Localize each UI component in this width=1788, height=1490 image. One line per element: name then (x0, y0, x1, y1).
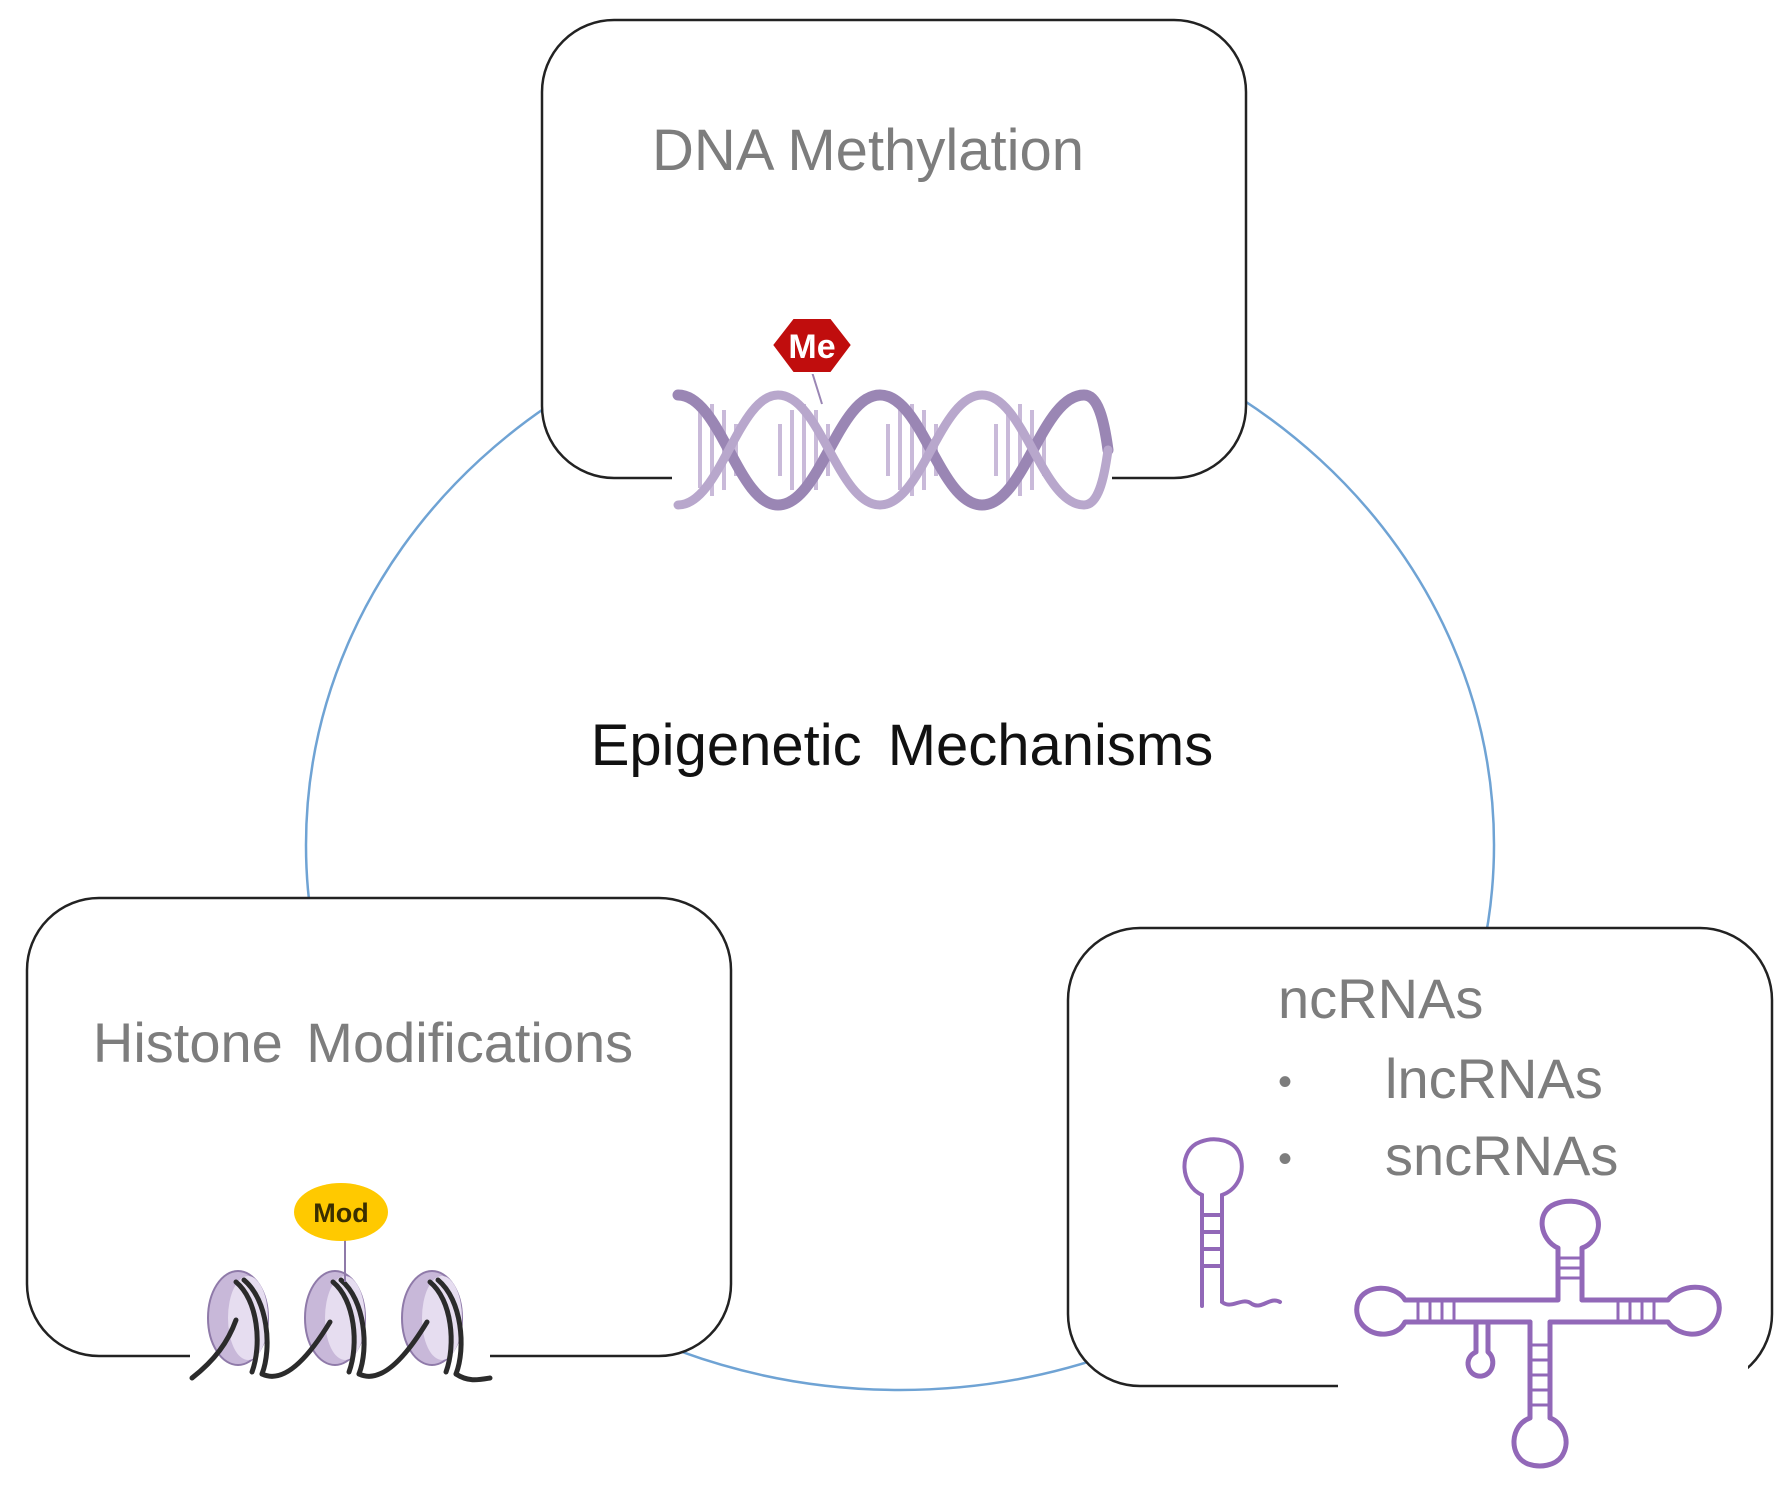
ncrnas-item-lncrnas: lncRNAs (1385, 1047, 1603, 1110)
methyl-link-line (811, 371, 823, 405)
ncrnas-bullet-2: • (1278, 1137, 1292, 1181)
histone-modifications-title: Histone Modifications (93, 1011, 633, 1074)
histone-modifications-box: Histone Modifications (25, 896, 733, 1383)
center-label: Epigenetic Mechanisms (591, 713, 1214, 778)
ncrnas-title: ncRNAs (1278, 967, 1483, 1030)
ncrnas-bullet-1: • (1278, 1060, 1292, 1104)
dna-methylation-box: DNA Methylation Me (540, 18, 1248, 513)
modification-tag-label: Mod (313, 1198, 368, 1228)
trna-cloverleaf-icon (1338, 1196, 1748, 1486)
dna-helix-icon (672, 388, 1114, 513)
methyl-group-label: Me (788, 328, 835, 366)
methyl-group-icon: Me (770, 317, 854, 374)
modification-tag-icon: Mod (294, 1183, 388, 1241)
dna-methylation-title: DNA Methylation (652, 118, 1084, 183)
ncrnas-item-sncrnas: sncRNAs (1385, 1124, 1618, 1187)
hairpin-rna-icon (1182, 1137, 1282, 1308)
ncrnas-box: ncRNAs • lncRNAs • sncRNAs (1066, 926, 1774, 1486)
nucleosome-icon (189, 1270, 493, 1383)
